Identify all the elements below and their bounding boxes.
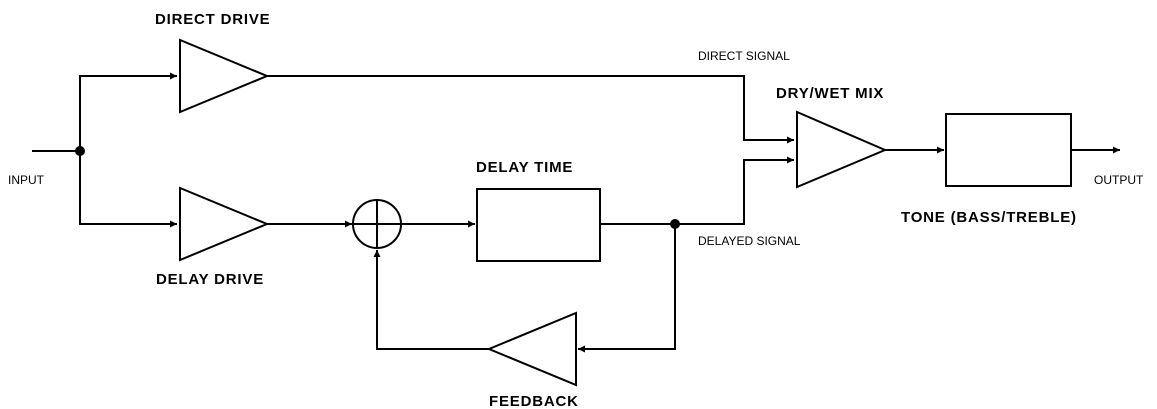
dry-wet-mix-amp [796,110,888,189]
direct-drive-amp [179,38,270,114]
input-label: INPUT [8,173,45,187]
dry-wet-mix-label: DRY/WET MIX [776,85,884,102]
delay-branch-wire [79,151,177,228]
direct-signal-wire [267,75,794,144]
feedback-tap-wire [578,224,676,353]
feedback-label: FEEDBACK [489,393,579,409]
tone-label: TONE (BASS/TREBLE) [901,209,1077,226]
delay-time-block [476,188,601,262]
feedback-amp [486,311,577,387]
delayed-signal-wire [675,156,794,225]
delayed-signal-label: DELAYED SIGNAL [698,234,801,248]
delay-drive-label: DELAY DRIVE [156,271,264,288]
delay-drive-amp [179,186,270,262]
direct-branch-wire [79,72,177,151]
delay-time-label: DELAY TIME [476,159,573,176]
direct-signal-label: DIRECT SIGNAL [698,49,790,63]
feedback-return-wire [373,250,489,350]
output-label: OUTPUT [1094,173,1144,187]
tone-block [945,113,1072,187]
direct-drive-label: DIRECT DRIVE [155,11,270,28]
summing-junction [352,199,402,249]
